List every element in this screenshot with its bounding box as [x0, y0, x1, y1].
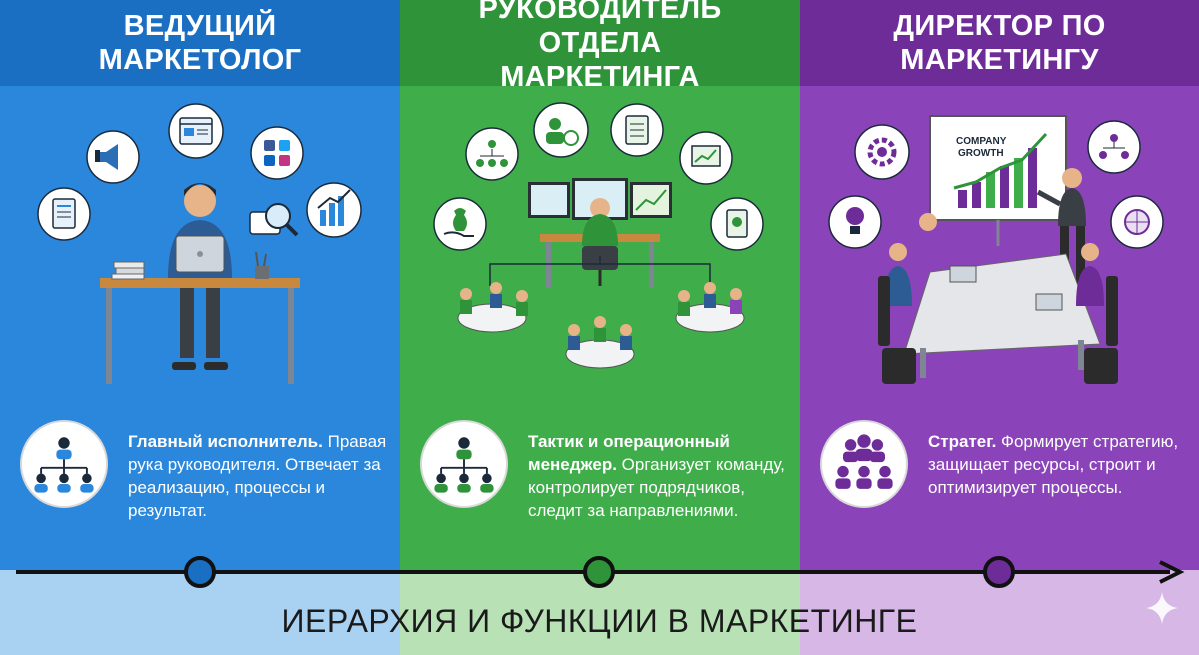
finance-manager-icon: [533, 102, 589, 158]
column-marketing-director: ДИРЕКТОР ПО МАРКЕТИНГУ: [800, 0, 1199, 570]
report-icon: [710, 197, 764, 251]
growth-board-icon: [679, 131, 733, 185]
role-description: Стратег. Формирует стратегию, защищает р…: [928, 430, 1188, 499]
bar-chart-icon: [306, 182, 362, 238]
column-head-of-marketing: РУКОВОДИТЕЛЬ ОТДЕЛА МАРКЕТИНГА: [400, 0, 800, 570]
magnifier-chat-icon: [249, 203, 299, 237]
column-header: ВЕДУЩИЙ МАРКЕТОЛОГ: [0, 0, 400, 86]
lead-marketer-scene: [37, 103, 362, 384]
column-header: ДИРЕКТОР ПО МАРКЕТИНГУ: [800, 0, 1199, 86]
title-line-1: ДИРЕКТОР ПО: [893, 10, 1106, 42]
title-line-2: МАРКЕТИНГУ: [900, 44, 1099, 76]
browser-window-icon: [168, 103, 224, 159]
role-summary-bold: Тактик и операционный менеджер.: [528, 432, 730, 474]
lead-marketer-illustration: [0, 86, 400, 416]
hierarchy-timeline: [0, 550, 1199, 594]
org-structure-icon: [1087, 120, 1141, 174]
marketing-director-scene: COMPANY GROWTH: [828, 115, 1164, 384]
board-label-line-2: GROWTH: [958, 148, 1004, 159]
team-table-left: [457, 282, 528, 333]
role-summary-text: Правая рука руководителя. Отвечает за ре…: [128, 432, 387, 520]
timeline-node-director: [983, 556, 1015, 588]
gear-search-icon: [854, 124, 910, 180]
megaphone-icon: [86, 130, 140, 184]
executor-hierarchy-icon: [20, 420, 108, 508]
timeline-node-head: [583, 556, 615, 588]
team-hierarchy-icon: [465, 127, 519, 181]
role-summary-bold: Главный исполнитель.: [128, 432, 323, 451]
money-hand-icon: [433, 197, 487, 251]
column-title: РУКОВОДИТЕЛЬ ОТДЕЛА МАРКЕТИНГА: [435, 0, 765, 94]
column-title: ВЕДУЩИЙ МАРКЕТОЛОГ: [35, 9, 365, 77]
role-description: Тактик и операционный менеджер. Организу…: [528, 430, 788, 522]
team-table-center: [565, 316, 635, 369]
lightbulb-icon: [828, 195, 882, 249]
role-summary-text: Формирует стратегию, защищает ресурсы, с…: [928, 432, 1179, 497]
team-manager-icon: [420, 420, 508, 508]
role-description: Главный исполнитель. Правая рука руковод…: [128, 430, 388, 522]
board-label-line-1: COMPANY: [956, 136, 1007, 147]
sparkle-icon: [1144, 590, 1180, 626]
role-summary-text: Организует команду, контролирует подрядч…: [528, 455, 785, 520]
title-line-1: ВЕДУЩИЙ: [123, 10, 277, 42]
footer-title: ИЕРАРХИЯ И ФУНКЦИИ В МАРКЕТИНГЕ: [281, 603, 918, 639]
column-lead-marketer: ВЕДУЩИЙ МАРКЕТОЛОГ: [0, 0, 400, 570]
title-line-2: ОТДЕЛА МАРКЕТИНГА: [500, 27, 700, 93]
head-of-marketing-scene: [433, 102, 764, 369]
timeline-arrow-icon: [1159, 560, 1185, 584]
head-of-marketing-illustration: [400, 86, 800, 416]
document-icon: [37, 187, 91, 241]
clipboard-checklist-icon: [610, 103, 664, 157]
column-title: ДИРЕКТОР ПО МАРКЕТИНГУ: [835, 9, 1165, 77]
title-line-2: МАРКЕТОЛОГ: [98, 44, 302, 76]
globe-network-icon: [1110, 195, 1164, 249]
column-header: РУКОВОДИТЕЛЬ ОТДЕЛА МАРКЕТИНГА: [400, 0, 800, 93]
role-summary-bold: Стратег.: [928, 432, 997, 451]
title-line-1: РУКОВОДИТЕЛЬ: [478, 0, 722, 25]
strategist-group-icon: [820, 420, 908, 508]
timeline-node-lead: [184, 556, 216, 588]
social-media-icon: [250, 126, 304, 180]
marketing-director-illustration: COMPANY GROWTH: [800, 86, 1199, 416]
team-table-right: [675, 282, 745, 333]
